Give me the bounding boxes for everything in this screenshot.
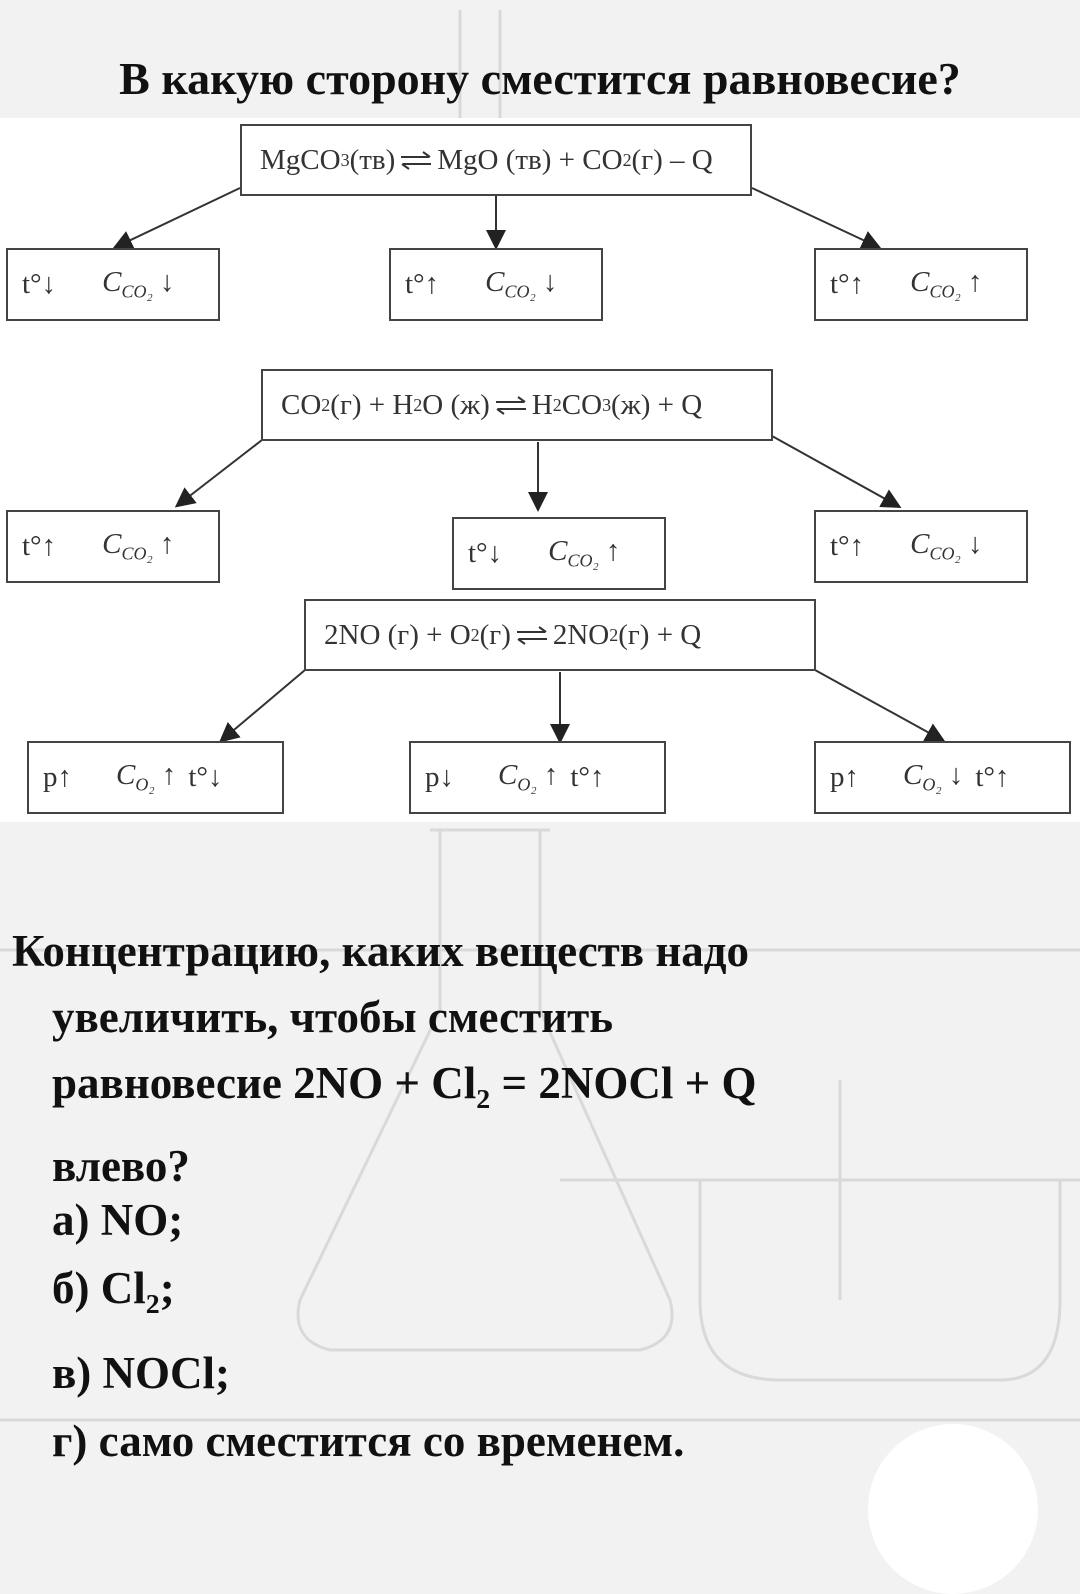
arrow-r3-right	[814, 669, 946, 742]
answer-a: а) NO;	[52, 1195, 184, 1245]
connector-arrows	[112, 187, 946, 744]
answer-options: а) NO; б) Cl2; в) NOCl; г) само сместитс…	[52, 1186, 684, 1475]
reaction-1-option-2: t°↑ CCO₂ ↓	[389, 248, 603, 321]
reaction-2-option-3: t°↑ CCO₂ ↓	[814, 510, 1028, 583]
arrow-r1-left	[112, 187, 241, 250]
reversible-arrow-icon	[515, 625, 549, 645]
diagram-panel	[0, 118, 1080, 822]
answer-b: б) Cl2;	[52, 1263, 175, 1320]
reaction-1-option-3: t°↑ CCO₂ ↑	[814, 248, 1028, 321]
arrow-r1-right	[751, 187, 882, 250]
answer-c: в) NOCl;	[52, 1347, 231, 1398]
arrow-r3-left	[218, 669, 306, 743]
reaction-2-option-1: t°↑ CCO₂ ↑	[6, 510, 220, 583]
lab-glassware-background	[0, 10, 1080, 1422]
reversible-arrow-icon	[399, 150, 433, 170]
question-equation-line: равновесие 2NO + Cl2 = 2NOCl + Q	[52, 1058, 757, 1115]
reversible-arrow-icon	[494, 395, 528, 415]
reaction-3-option-2: p↓ CO₂ ↑ t°↑	[409, 741, 666, 814]
question-text: Концентрацию, каких веществ надо увеличи…	[12, 918, 1072, 1199]
corner-circle-decoration	[868, 1424, 1038, 1594]
page-title: В какую сторону сместится равновесие?	[119, 53, 961, 104]
reaction-3-option-1: p↑ CO₂ ↑ t°↓	[27, 741, 284, 814]
arrow-r2-right	[771, 435, 902, 508]
arrow-r2-left	[174, 439, 263, 508]
answer-d: г) само сместится со временем.	[52, 1415, 685, 1466]
reaction-2-option-2: t°↓ CCO₂ ↑	[452, 517, 666, 590]
reaction-3-option-3: p↑ CO₂ ↓ t°↑	[814, 741, 1071, 814]
reaction-1-option-1: t°↓ CCO₂ ↓	[6, 248, 220, 321]
